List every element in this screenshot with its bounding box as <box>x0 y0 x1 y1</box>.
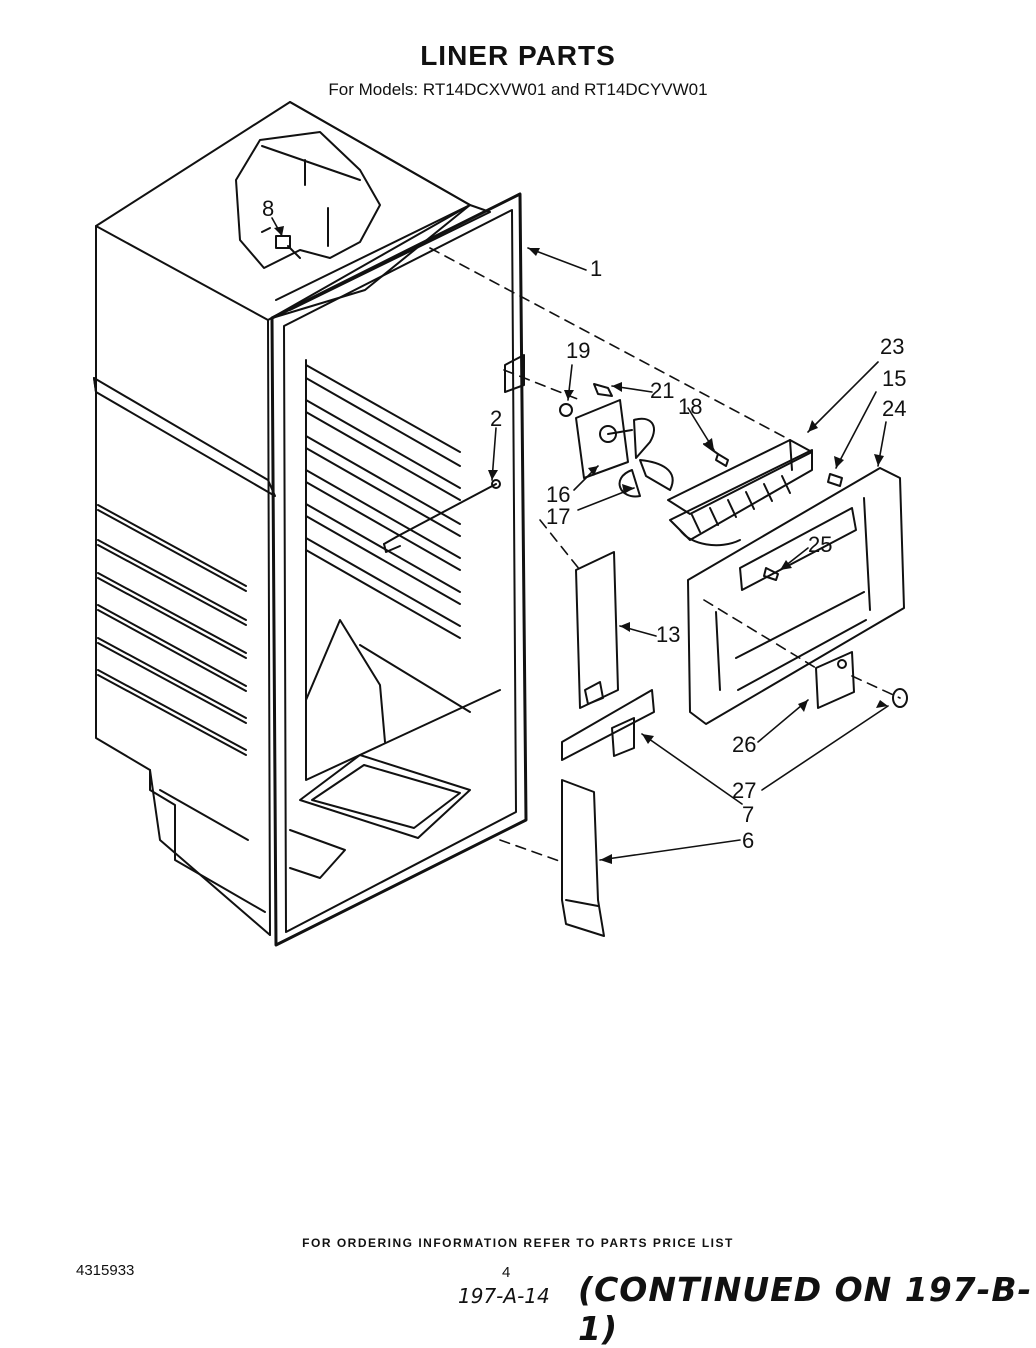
callout-13: 13 <box>656 622 680 647</box>
part-27-plug <box>892 688 908 708</box>
callout-7: 7 <box>742 802 754 827</box>
part-6-duct <box>561 779 605 937</box>
callout-16: 16 <box>546 482 570 507</box>
callout-24: 24 <box>882 396 906 421</box>
callout-23: 23 <box>880 334 904 359</box>
part-8-clip <box>261 227 301 259</box>
callout-2: 2 <box>490 406 502 431</box>
callout-6: 6 <box>742 828 754 853</box>
document-number: 4315933 <box>76 1262 135 1279</box>
callout-21: 21 <box>650 378 674 403</box>
part-7-bracket <box>561 689 655 761</box>
ordering-note: FOR ORDERING INFORMATION REFER TO PARTS … <box>302 1236 734 1250</box>
model-subtitle: For Models: RT14DCXVW01 and RT14DCYVW01 <box>328 80 708 99</box>
callout-25: 25 <box>808 532 832 557</box>
fan-motor-assembly <box>559 383 729 498</box>
part-24-cover <box>687 467 905 725</box>
part-15-screw <box>827 473 843 487</box>
callout-labels: 1 2 6 7 8 13 15 16 17 18 19 21 23 24 25 … <box>262 196 906 853</box>
callout-19: 19 <box>566 338 590 363</box>
callout-27: 27 <box>732 778 756 803</box>
handwritten-code: 197-A-14 <box>458 1284 550 1308</box>
page-number: 4 <box>502 1264 511 1281</box>
callout-15: 15 <box>882 366 906 391</box>
callout-1: 1 <box>590 256 602 281</box>
part-25-screw <box>763 567 779 581</box>
liner-frame <box>235 131 528 947</box>
leader-lines <box>271 217 889 861</box>
part-13-duct <box>575 551 619 709</box>
arrowheads <box>274 226 888 864</box>
callout-8: 8 <box>262 196 274 221</box>
part-2-harness <box>383 479 501 553</box>
callout-17: 17 <box>546 504 570 529</box>
page-title: LINER PARTS <box>420 40 616 71</box>
callout-18: 18 <box>678 394 702 419</box>
part-26-plate <box>815 651 855 709</box>
continued-note: (CONTINUED ON 197-B-1) <box>578 1270 1033 1348</box>
callout-26: 26 <box>732 732 756 757</box>
part-23-evaporator <box>667 439 813 547</box>
liner-parts-diagram: 1 2 6 7 8 13 15 16 17 18 19 21 23 24 25 … <box>93 101 908 947</box>
